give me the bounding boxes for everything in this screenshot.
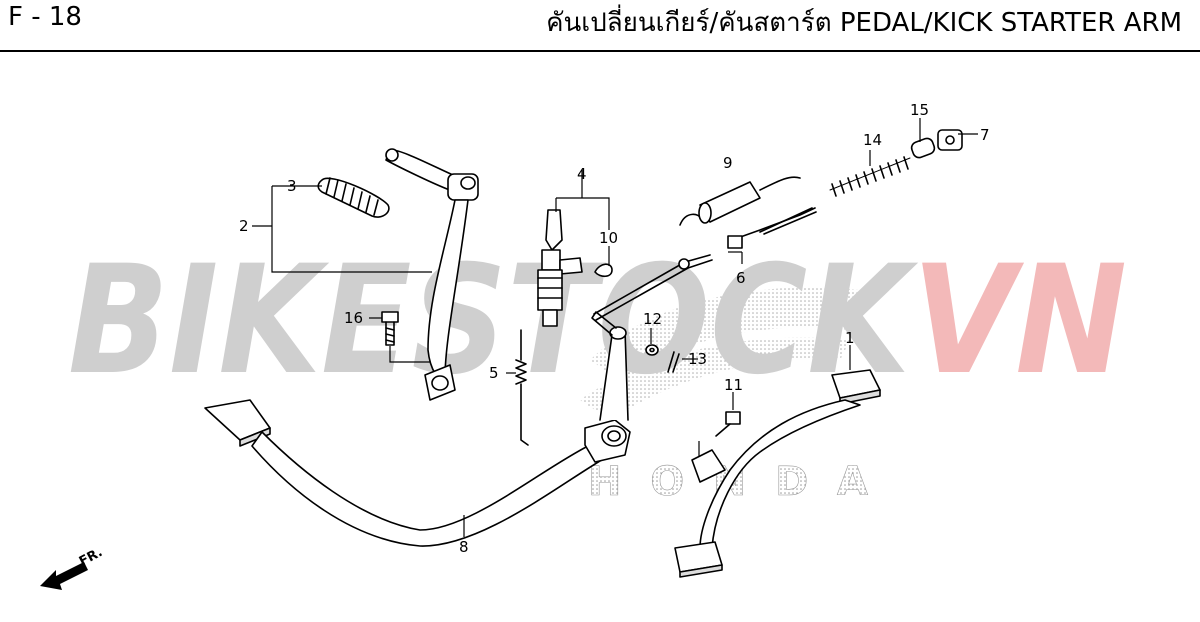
clip-10-part [594, 263, 613, 278]
arrow-left-icon [40, 562, 88, 590]
bolt-11-part [715, 411, 741, 437]
callout-5: 5 [489, 364, 499, 382]
callout-8: 8 [459, 538, 469, 556]
cotter-pin-13-part [667, 351, 680, 373]
callout-4: 4 [577, 165, 587, 183]
callout-2: 2 [239, 217, 249, 235]
front-direction-indicator: FR. [40, 545, 105, 590]
callout-6: 6 [736, 269, 746, 287]
callout-labels: 1 2 3 4 5 6 7 8 9 10 11 12 13 14 15 16 [239, 101, 990, 556]
page-title: คันเปลี่ยนเกียร์/คันสตาร์ต PEDAL/KICK ST… [546, 8, 1182, 38]
callout-1: 1 [845, 329, 855, 347]
callout-15: 15 [910, 101, 929, 119]
switch-4-part [537, 209, 583, 327]
spring-5-part [515, 329, 529, 446]
callout-12: 12 [643, 310, 662, 328]
rod-6-part [727, 207, 817, 249]
kick-starter-arm-part [385, 148, 479, 401]
callout-16: 16 [344, 309, 363, 327]
callout-11: 11 [724, 376, 743, 394]
kick-rubber-part [317, 177, 390, 218]
watermark-text-accent: VN [912, 234, 1127, 408]
washer-12-part [645, 344, 659, 356]
callout-13: 13 [688, 350, 707, 368]
header-rule [0, 50, 1200, 52]
spring-14-part [829, 156, 911, 197]
honda-wing-logo-lower [580, 337, 850, 420]
spring-9-part [679, 176, 801, 226]
honda-wing-logo [590, 287, 860, 380]
callout-7: 7 [980, 126, 990, 144]
leader-lines [252, 118, 978, 537]
watermark-text-main: BIKESTOCK [68, 234, 919, 408]
bolt-16-part [381, 311, 399, 346]
callout-3: 3 [287, 177, 297, 195]
callout-10: 10 [599, 229, 618, 247]
collar-15-part [910, 137, 936, 159]
nut-7-part [937, 129, 963, 151]
page-code: F - 18 [8, 2, 82, 32]
callout-14: 14 [863, 131, 882, 149]
main-stand-part [674, 369, 881, 578]
page-header: F - 18 คันเปลี่ยนเกียร์/คันสตาร์ต PEDAL/… [0, 0, 1200, 52]
direction-label: FR. [77, 545, 105, 570]
gear-pedal-part [204, 254, 713, 547]
callout-9: 9 [723, 154, 733, 172]
